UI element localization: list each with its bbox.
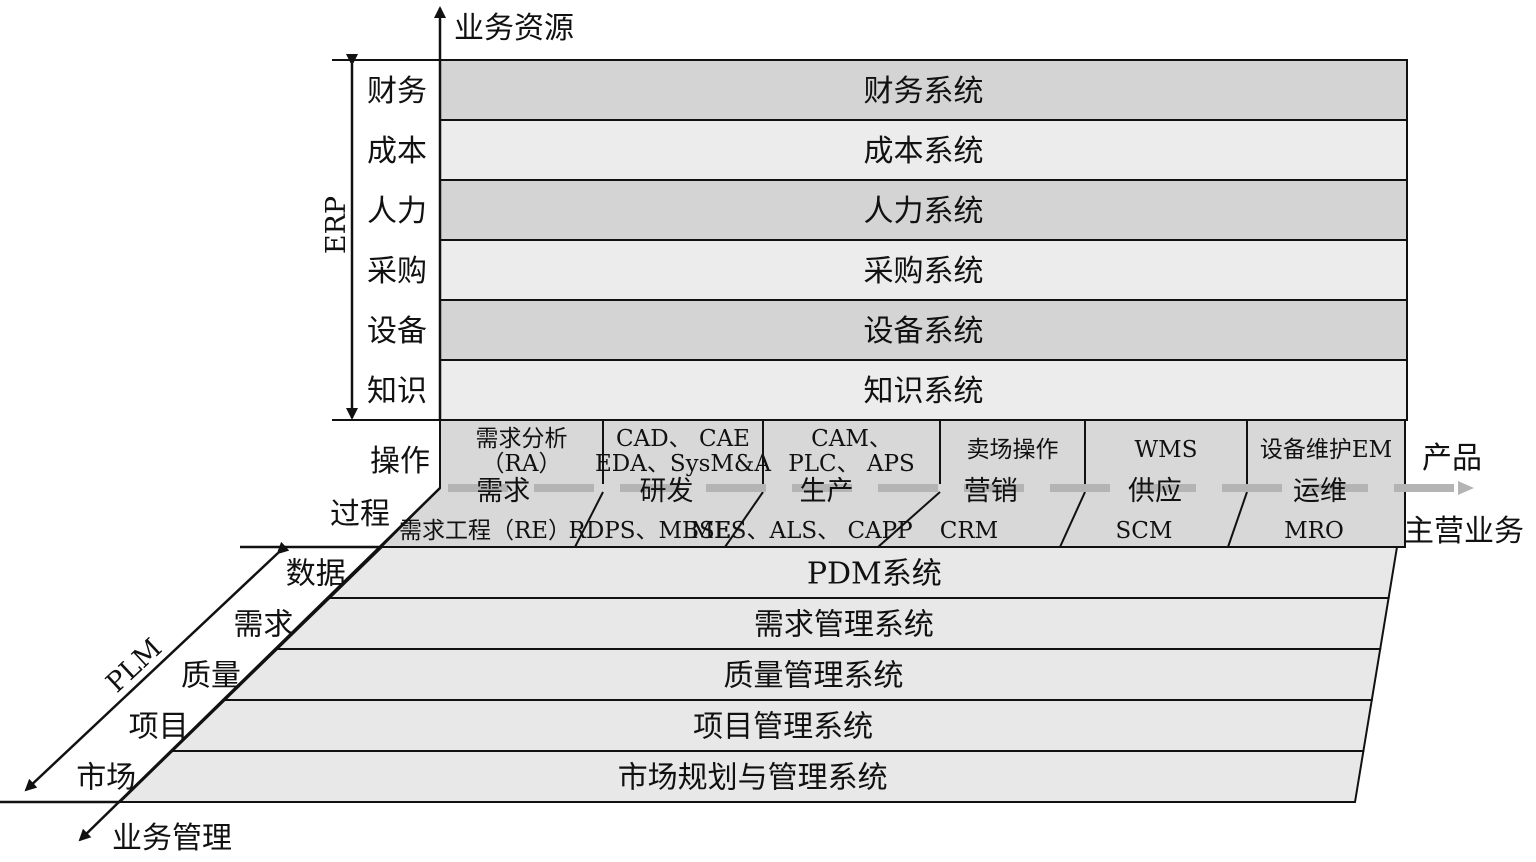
erp-row-label: 财务 bbox=[367, 74, 427, 109]
process-cell-bottom-text: SCM bbox=[1116, 518, 1173, 544]
plm-system-name: 项目管理系统 bbox=[693, 710, 873, 745]
process-cell-stage: 运维 bbox=[1293, 476, 1347, 507]
process-cell-top-text: WMS bbox=[1135, 437, 1198, 463]
process-cell-top-text: 卖场操作 bbox=[967, 437, 1059, 463]
plm-row-label: 市场 bbox=[76, 761, 136, 796]
erp-group-label: ERP bbox=[321, 196, 352, 254]
erp-system-name: 设备系统 bbox=[864, 314, 984, 349]
plm-row-label: 数据 bbox=[286, 557, 346, 592]
process-cell-bottom-text: 需求工程（RE） bbox=[399, 518, 571, 544]
erp-system-name: 财务系统 bbox=[864, 74, 984, 109]
process-divider-slant bbox=[724, 491, 764, 548]
process-cell-stage: 研发 bbox=[640, 476, 694, 507]
process-cell-top-text: 需求分析 bbox=[476, 426, 568, 452]
plm-row-label: 质量 bbox=[181, 659, 241, 694]
vertical-axis-label: 业务资源 bbox=[454, 11, 574, 46]
process-divider-slant bbox=[574, 491, 604, 548]
process-cell-stage: 生产 bbox=[800, 476, 854, 507]
horizontal-axis-label-product: 产品 bbox=[1422, 441, 1482, 476]
erp-band-0 bbox=[439, 59, 1408, 121]
process-cell-bottom-text: CRM bbox=[940, 518, 998, 544]
process-cell-top-text: CAD、 CAE bbox=[616, 426, 750, 452]
process-cell-bottom-text: RDPS、MBSE bbox=[569, 518, 732, 544]
process-cell-stage: 需求 bbox=[476, 476, 530, 507]
process-divider-slant bbox=[877, 491, 941, 548]
process-cell-top-text: PLC、 APS bbox=[788, 451, 915, 477]
erp-row-label: 采购 bbox=[367, 254, 427, 289]
process-cell-top-text: 设备维护EM bbox=[1260, 437, 1392, 463]
process-cell-top-text: CAM、 bbox=[811, 426, 892, 452]
process-cell-stage: 营销 bbox=[964, 476, 1018, 507]
plm-row-label: 项目 bbox=[129, 710, 189, 745]
plm-system-name: PDM系统 bbox=[807, 557, 942, 592]
erp-system-name: 人力系统 bbox=[864, 194, 984, 229]
process-divider-slant bbox=[1059, 491, 1086, 548]
process-cell-stage: 供应 bbox=[1128, 476, 1182, 507]
erp-row-label: 人力 bbox=[367, 194, 427, 229]
erp-row-label: 知识 bbox=[367, 374, 427, 409]
process-cell-top-text: （RA） bbox=[482, 451, 562, 477]
plm-range-arrow bbox=[24, 541, 290, 792]
plm-system-name: 市场规划与管理系统 bbox=[618, 761, 888, 796]
axes: 业务资源 业务管理 PLM 产品 主营业务 bbox=[0, 6, 1524, 856]
process-cell-bottom-text: MRO bbox=[1284, 518, 1344, 544]
erp-band-3 bbox=[439, 239, 1408, 301]
process-label-operation: 操作 bbox=[370, 444, 430, 479]
erp-row-label: 成本 bbox=[367, 134, 427, 169]
plm-system-name: 质量管理系统 bbox=[724, 659, 904, 694]
process-cell-bottom-text: MES、ALS、 CAPP bbox=[690, 518, 912, 544]
plm-system-name: 需求管理系统 bbox=[754, 608, 934, 643]
erp-system-name: 知识系统 bbox=[864, 374, 984, 409]
erp-band-1 bbox=[439, 119, 1408, 181]
process-divider-slant bbox=[1227, 491, 1248, 548]
erp-band-2 bbox=[439, 179, 1408, 241]
plm-row-label: 需求 bbox=[233, 608, 293, 643]
erp-row-label: 设备 bbox=[367, 314, 427, 349]
process-label-process: 过程 bbox=[330, 497, 390, 532]
erp-system-name: 采购系统 bbox=[864, 254, 984, 289]
erp-system-name: 成本系统 bbox=[864, 134, 984, 169]
horizontal-axis-label-main-business: 主营业务 bbox=[1404, 514, 1524, 549]
diagonal-axis-label: 业务管理 bbox=[112, 821, 232, 856]
process-cell-top-text: EDA、SysM&A bbox=[595, 451, 771, 477]
